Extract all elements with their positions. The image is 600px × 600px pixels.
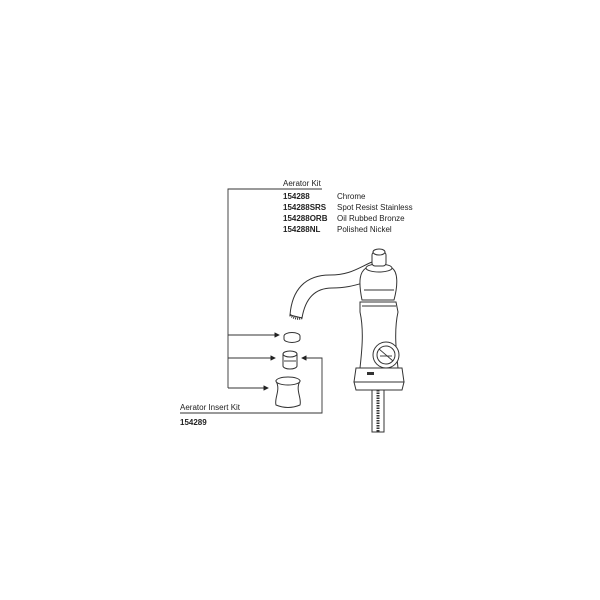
aerator-kit-list: 154288 Chrome 154288SRS Spot Resist Stai… (283, 192, 413, 234)
part-number: 154288 (283, 192, 310, 201)
finish-label: Spot Resist Stainless (337, 203, 413, 212)
aerator-insert-icon (282, 350, 298, 370)
part-number: 154288NL (283, 225, 320, 234)
insert-kit-leaders (180, 355, 323, 414)
insert-kit-part-number: 154289 (180, 418, 207, 427)
finish-label: Polished Nickel (337, 225, 392, 234)
part-number: 154288ORB (283, 214, 328, 223)
finish-label: Chrome (337, 192, 366, 201)
faucet-icon (289, 248, 405, 433)
aerator-kit-title: Aerator Kit (283, 179, 322, 188)
finish-label: Oil Rubbed Bronze (337, 214, 405, 223)
part-number: 154288SRS (283, 203, 327, 212)
aerator-kit-leaders (227, 188, 322, 391)
insert-kit-title: Aerator Insert Kit (180, 403, 241, 412)
aerator-washer-icon (283, 332, 301, 343)
aerator-housing-icon (275, 376, 301, 408)
